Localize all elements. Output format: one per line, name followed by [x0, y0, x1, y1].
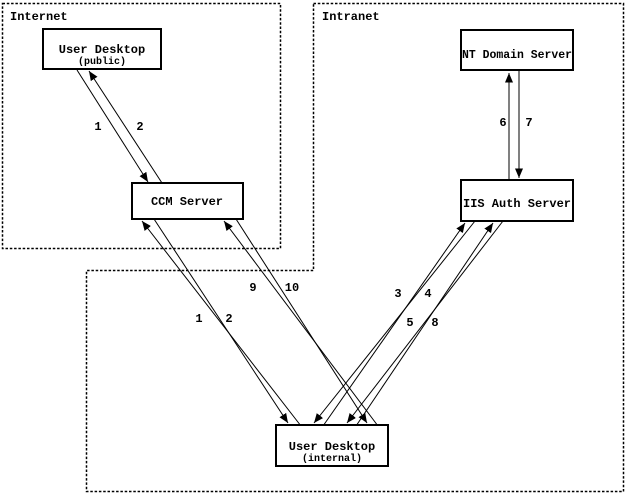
- user-desktop-public-box: [42, 28, 162, 70]
- edge-2-ccm-to-internal-desktop: [153, 218, 289, 424]
- user-desktop-public-title: User Desktop: [59, 43, 145, 57]
- nt-domain-server-title: NT Domain Server: [462, 48, 572, 62]
- edge-8-iis-to-internal-desktop: [346, 220, 504, 424]
- user-desktop-internal-title: User Desktop: [289, 440, 375, 454]
- edge-label-6: 6: [499, 116, 506, 130]
- edge-1-public-desktop-to-ccm: [76, 69, 149, 183]
- user-desktop-internal-box: [275, 424, 389, 467]
- iis-auth-server-title: IIS Auth Server: [463, 197, 571, 211]
- node-user-desktop-public: User Desktop (public): [42, 28, 162, 70]
- edges: [76, 69, 523, 427]
- edge-label-8: 8: [431, 316, 438, 330]
- internet-zone-label: Internet: [10, 10, 68, 24]
- edge-label-4: 4: [424, 287, 431, 301]
- edge-2-ccm-to-public-desktop: [88, 70, 163, 184]
- edge-labels: 1 2 1 2 3 4 5 6 7 8 9 10: [94, 116, 532, 330]
- edge-label-5: 5: [406, 316, 413, 330]
- intranet-zone-border: [85, 2, 625, 493]
- edge-label-2-internal: 2: [225, 312, 232, 326]
- edge-9-internal-desktop-to-ccm: [223, 220, 379, 427]
- edge-label-7: 7: [525, 116, 532, 130]
- edge-5-internal-desktop-to-iis: [355, 222, 494, 427]
- edge-label-10: 10: [285, 281, 299, 295]
- ccm-server-title: CCM Server: [151, 195, 223, 209]
- node-nt-domain-server: NT Domain Server: [460, 29, 574, 71]
- node-iis-auth-server: IIS Auth Server: [460, 179, 574, 222]
- edge-label-1-internal: 1: [195, 312, 202, 326]
- edge-label-3: 3: [394, 287, 401, 301]
- intranet-zone-label: Intranet: [322, 10, 380, 24]
- edge-label-9: 9: [249, 281, 256, 295]
- user-desktop-internal-subtitle: (internal): [302, 453, 362, 465]
- node-user-desktop-internal: User Desktop (internal): [275, 424, 389, 467]
- edge-label-2-public: 2: [136, 120, 143, 134]
- edge-3-internal-desktop-to-iis: [322, 222, 466, 427]
- node-ccm-server: CCM Server: [131, 182, 244, 220]
- ccm-server-box: [131, 182, 244, 220]
- nt-domain-server-box: [460, 29, 574, 71]
- edge-label-1-public: 1: [94, 120, 101, 134]
- edge-10-ccm-to-internal-desktop: [235, 218, 368, 424]
- internet-zone-border: [1, 2, 282, 250]
- user-desktop-public-subtitle: (public): [78, 56, 126, 68]
- iis-auth-server-box: [460, 179, 574, 222]
- edge-1-internal-desktop-to-ccm: [141, 220, 302, 427]
- edge-4-iis-to-internal-desktop: [313, 220, 476, 424]
